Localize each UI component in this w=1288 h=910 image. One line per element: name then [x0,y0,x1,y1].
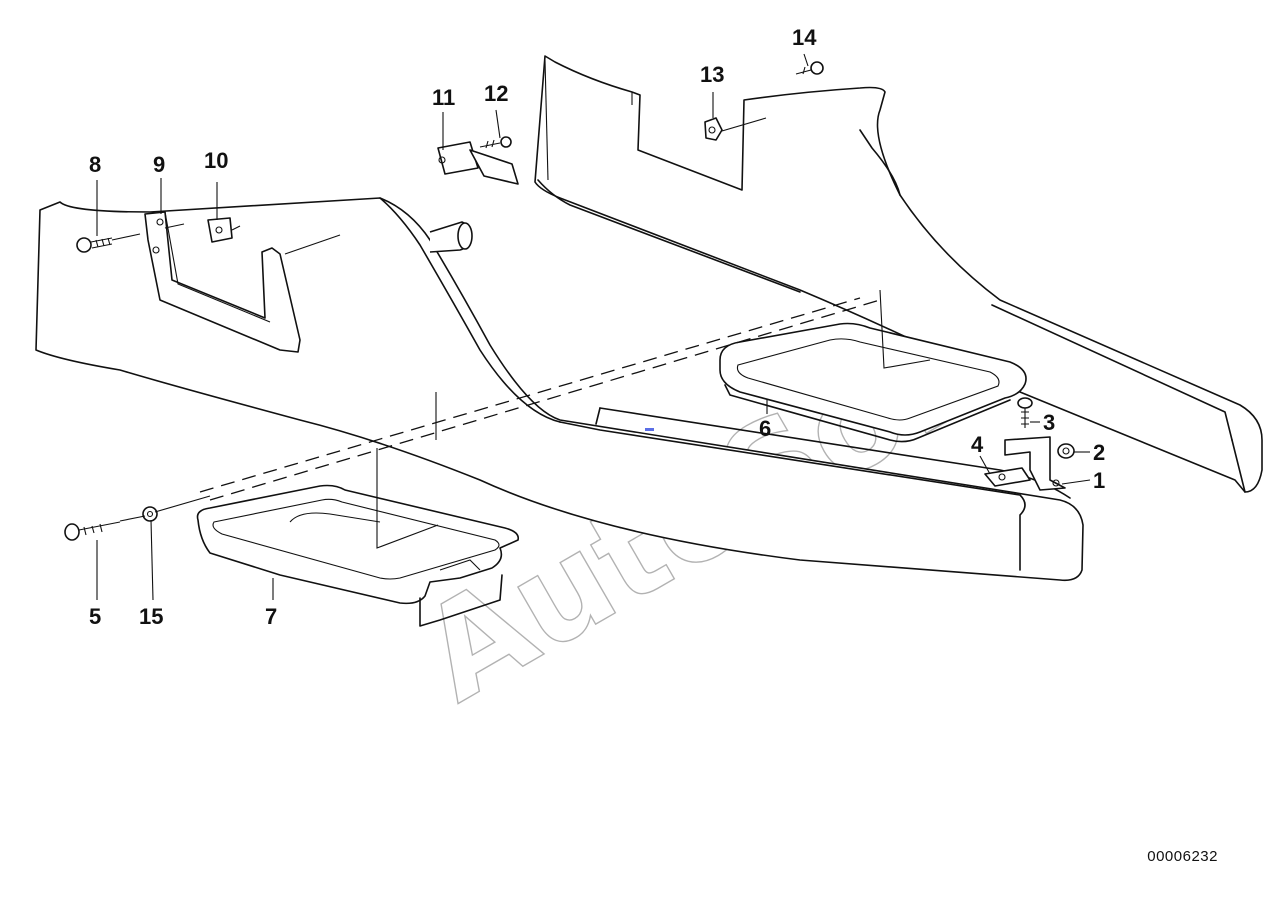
callout-5: 5 [89,604,101,629]
blue-marker [645,428,654,431]
bracket-9 [144,211,301,353]
callout-15: 15 [139,604,163,629]
callout-10: 10 [204,148,228,173]
guide-lines [111,117,931,549]
callout-11: 11 [432,85,455,110]
callout-labels: 1 2 3 4 5 6 7 8 9 10 11 12 13 14 15 [89,25,1105,629]
callout-3: 3 [1043,410,1055,435]
callout-1: 1 [1093,468,1105,493]
callout-9: 9 [153,152,165,177]
callout-2: 2 [1093,440,1105,465]
callout-14: 14 [792,25,817,50]
center-console [35,197,1084,582]
diagram-number: 00006232 [1147,848,1218,865]
leader-lines [96,53,1091,601]
tray-7 [196,484,520,627]
callout-13: 13 [700,62,724,87]
small-hardware [64,61,1075,541]
tray-6 [719,322,1027,443]
callout-8: 8 [89,152,101,177]
right-side-trim-panel [534,55,1263,493]
callout-4: 4 [971,432,984,457]
callout-6: 6 [759,416,771,441]
callout-12: 12 [484,81,508,106]
callout-7: 7 [265,604,277,629]
